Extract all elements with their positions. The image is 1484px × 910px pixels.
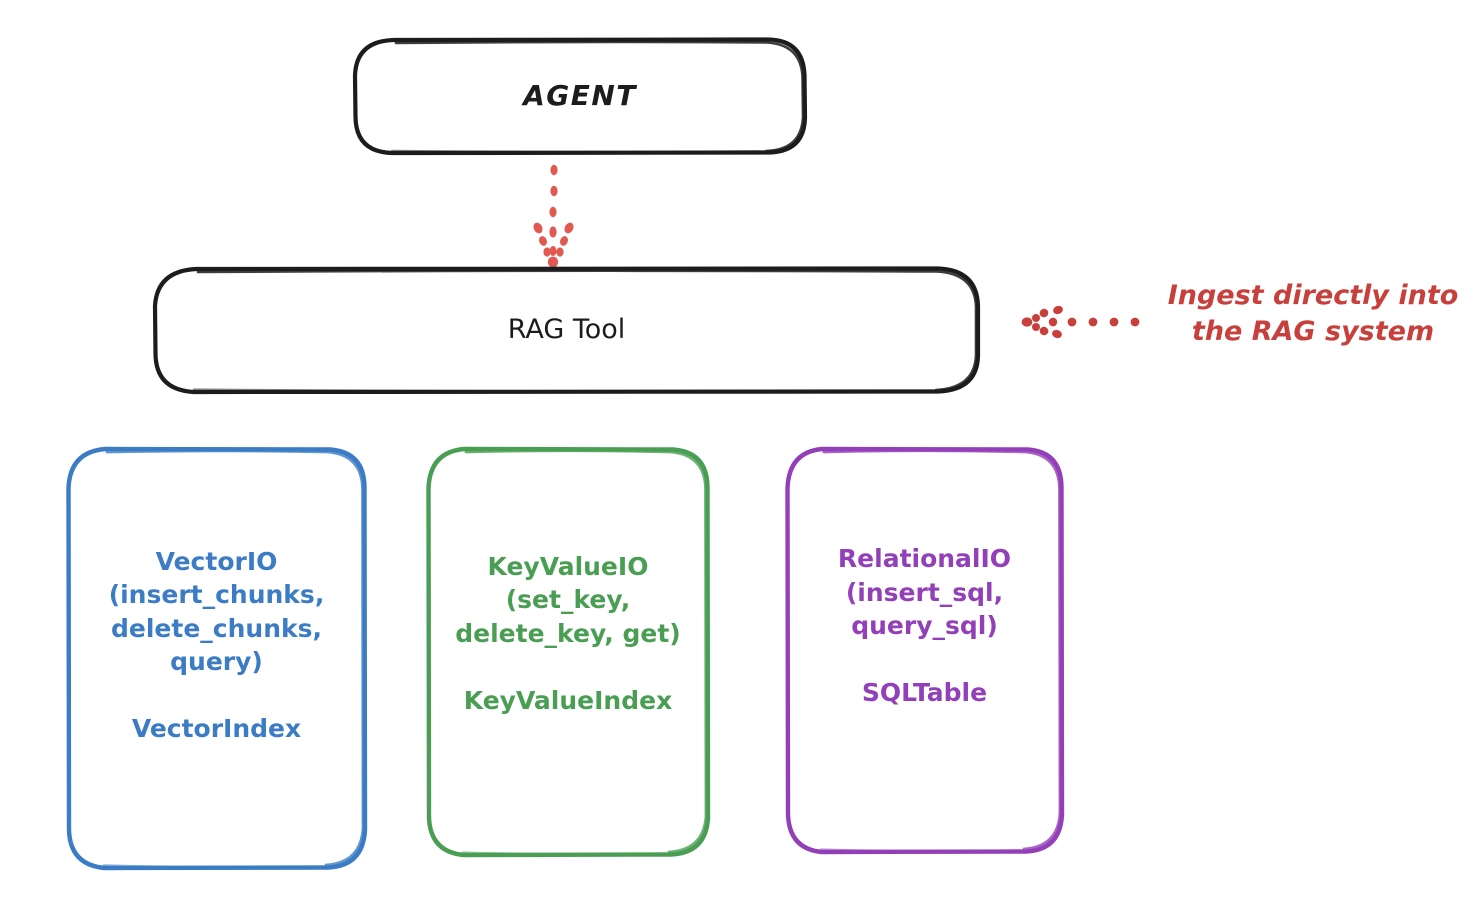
agent-box-outline: [352, 37, 808, 156]
ingest-annotation-label: Ingest directly into the RAG system: [1167, 280, 1459, 347]
connector-note-to-rag-tool-icon: [1021, 305, 1140, 339]
relational-io-box-outline: [785, 446, 1065, 855]
relational-io-node[interactable]: RelationalIO (insert_sql, query_sql) SQL…: [787, 448, 1062, 852]
key-value-io-node[interactable]: KeyValueIO (set_key, delete_key, get) Ke…: [428, 448, 708, 855]
rag-tool-node[interactable]: RAG Tool: [155, 268, 978, 392]
vector-io-node[interactable]: VectorIO (insert_chunks, delete_chunks, …: [68, 448, 365, 868]
relational-io-node-label: RelationalIO (insert_sql, query_sql) SQL…: [837, 544, 1012, 708]
key-value-io-node-label: KeyValueIO (set_key, delete_key, get) Ke…: [455, 551, 681, 715]
rag-tool-node-label: RAG Tool: [507, 314, 626, 346]
agent-node[interactable]: AGENT: [355, 39, 805, 153]
agent-node-label: AGENT: [523, 78, 637, 112]
key-value-io-box-outline: [426, 446, 711, 858]
vector-io-node-label: VectorIO (insert_chunks, delete_chunks, …: [108, 546, 325, 744]
connector-agent-to-rag-tool-icon: [533, 164, 574, 268]
rag-tool-box-outline: [152, 266, 981, 395]
vector-io-box-outline: [66, 446, 368, 871]
